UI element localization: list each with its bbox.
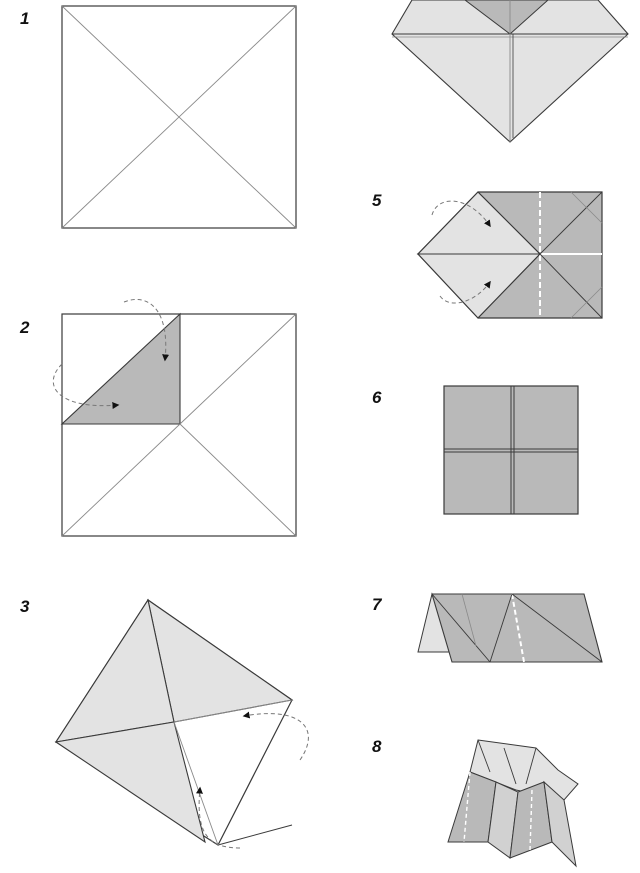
step-5-number: 5 <box>372 191 382 210</box>
step-2-number: 2 <box>19 318 30 337</box>
step-6-square <box>444 386 578 514</box>
step-7-shape <box>418 594 602 662</box>
step-3-number: 3 <box>20 597 30 616</box>
step-2-square <box>62 314 296 536</box>
step-7-number: 7 <box>372 595 383 614</box>
step-1-number: 1 <box>20 9 29 28</box>
step-5: 5 <box>372 191 602 318</box>
step-8: 8 <box>372 737 578 866</box>
step-3-shape <box>56 600 292 845</box>
step-2: 2 <box>19 299 296 536</box>
partial-step-shape <box>392 0 628 142</box>
step-5-shape <box>418 192 602 318</box>
step-3: 3 <box>20 597 308 848</box>
step-6: 6 <box>372 386 578 514</box>
step-7: 7 <box>372 594 602 662</box>
step-1: 1 <box>20 6 296 228</box>
step-1-square <box>62 6 296 228</box>
step-8-number: 8 <box>372 737 382 756</box>
step-6-number: 6 <box>372 388 382 407</box>
step-8-fortune-teller <box>448 740 578 866</box>
